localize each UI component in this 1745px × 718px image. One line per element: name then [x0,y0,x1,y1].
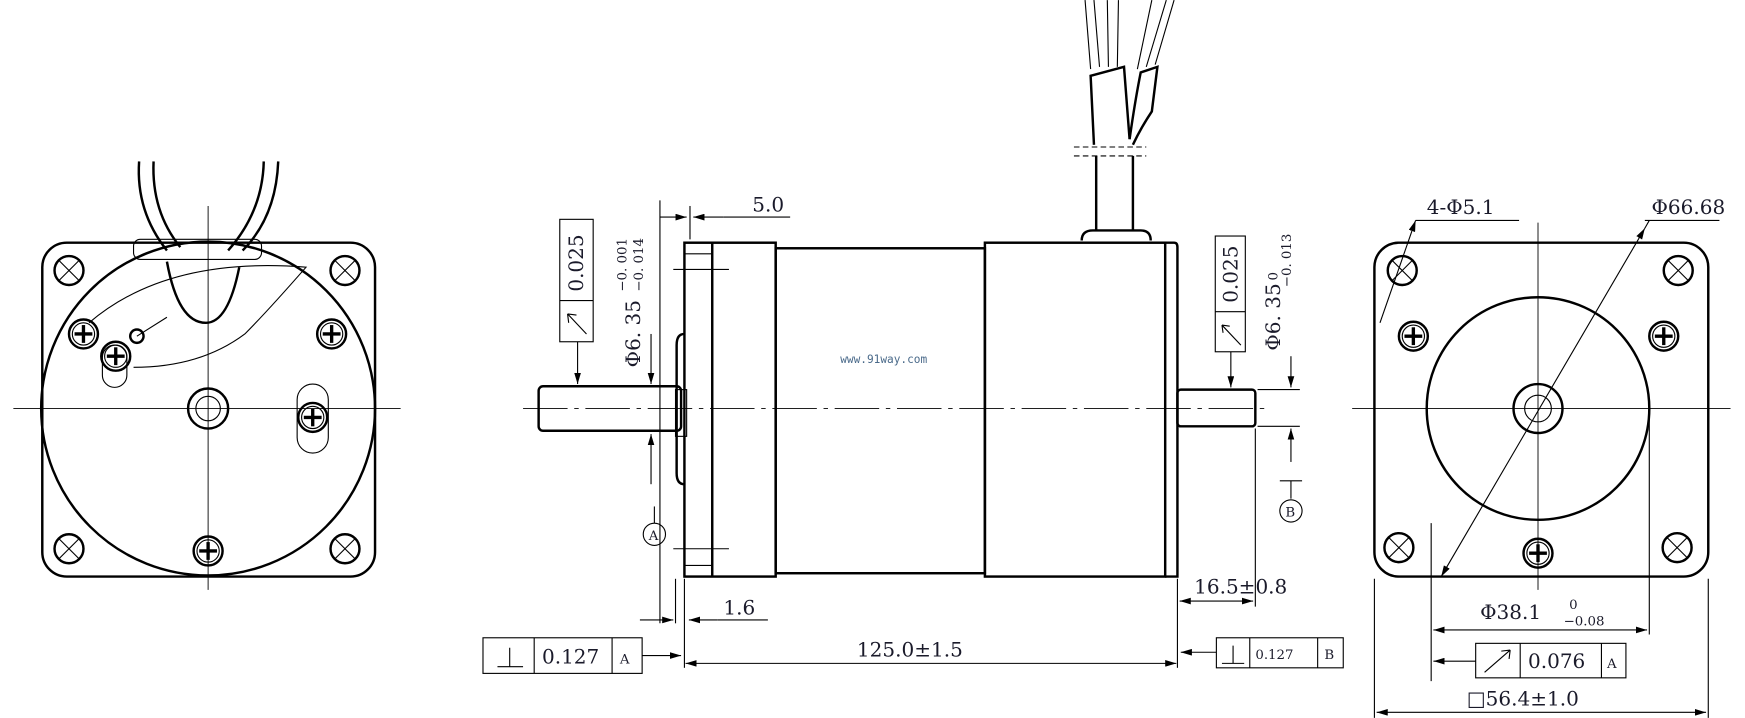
perp-left-datum: A [619,652,630,667]
rear-tol-upper: 0 [1267,272,1282,281]
front-runout-value: 0.025 [564,234,588,291]
pilot-depth-dim: 1.6 [723,595,755,619]
perp-right-value: 0.127 [1255,648,1293,663]
rear-runout-value: 0.025 [1219,245,1243,302]
perp-left-value: 0.127 [542,644,599,668]
front-tol-upper: −0. 001 [616,238,631,292]
front-tol-lower: −0. 014 [632,238,647,292]
watermark: www.91way.com [840,353,927,366]
pilot-tol-lower: −0.08 [1564,615,1605,630]
square-flange-dim: □56.4±1.0 [1467,687,1579,711]
datum-b: B [1285,505,1295,520]
pilot-tol-upper: 0 [1569,598,1578,613]
datum-a: A [648,529,659,544]
side-view: www.91way.com 0.025 Φ6. 35 −0. 001 −0. 0… [482,0,1344,674]
perpendicularity-left: 0.127 A [482,637,682,674]
rear-end-view [13,161,401,590]
bolt-circle-dim: Φ66.68 [1652,195,1726,219]
rear-tol-lower: −0. 013 [1280,234,1295,288]
body-length-dim: 125.0±1.5 [857,638,963,662]
pilot-dim: Φ38.1 [1480,600,1541,624]
front-end-view: Φ66.68 4-Φ5.1 Φ38.1 0 −0.08 0.076 A □56.… [1352,195,1731,718]
runout-end-datum: A [1606,657,1617,672]
runout-end-value: 0.076 [1528,649,1585,673]
mounting-holes-dim: 4-Φ5.1 [1427,195,1495,219]
runout-end: 0.076 A [1433,642,1627,679]
perp-right-datum: B [1324,648,1334,663]
rear-shaft-diameter: Φ6. 35 [1261,283,1285,350]
flange-step-dim: 5.0 [752,193,784,217]
front-shaft-diameter: Φ6. 35 [621,300,645,367]
rear-shaft-length-dim: 16.5±0.8 [1194,574,1287,598]
perpendicularity-right: 0.127 B [1180,637,1344,669]
